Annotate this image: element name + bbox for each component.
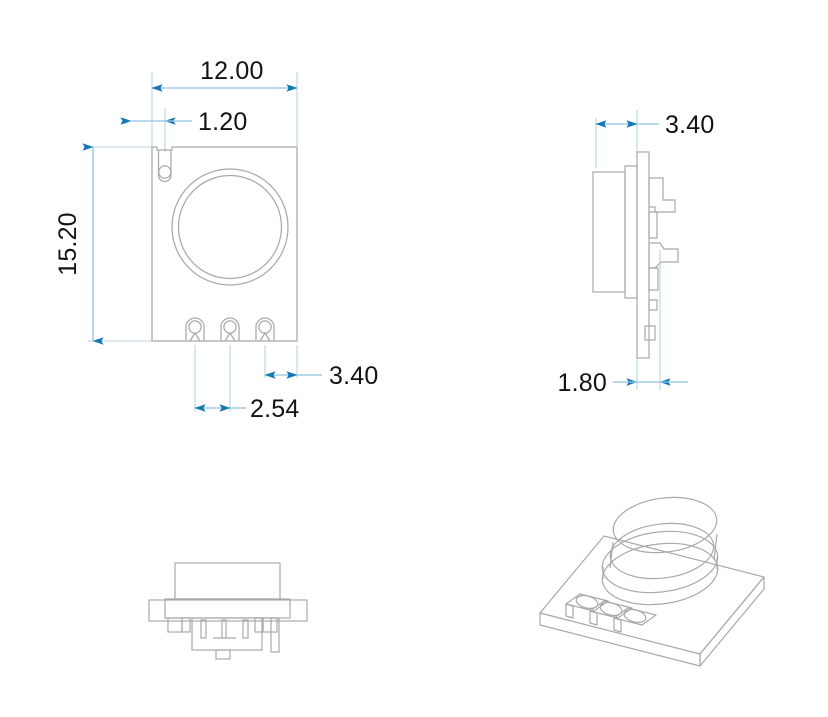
dim-pin-edge-3-40: 3.40 — [264, 362, 378, 390]
dim-notch-1-20: 1.20 — [120, 108, 247, 136]
dim-height-15-20-label: 15.20 — [54, 212, 82, 276]
dim-width-12-00-label: 12.00 — [200, 57, 264, 85]
isometric-pins — [565, 593, 657, 633]
dim-depth-3-40: 3.40 — [595, 111, 714, 139]
dim-depth-3-40-label: 3.40 — [665, 111, 714, 139]
side-view-outline — [592, 151, 679, 359]
side-view-extension-lines — [595, 110, 661, 390]
dim-height-15-20: 15.20 — [54, 143, 104, 345]
dim-width-12-00: 12.00 — [151, 57, 298, 92]
dim-flange-1-80: 1.80 — [558, 369, 688, 397]
side-view: 3.40 1.80 — [558, 110, 714, 397]
dim-notch-1-20-label: 1.20 — [198, 108, 247, 136]
dim-pin-pitch-2-54: 2.54 — [194, 395, 299, 423]
front-view-extension-lines — [88, 72, 298, 412]
front-view-outline — [151, 146, 298, 342]
dim-pin-pitch-2-54-label: 2.54 — [250, 395, 299, 423]
isometric-view — [539, 496, 765, 667]
dim-pin-edge-3-40-label: 3.40 — [329, 362, 378, 390]
dim-flange-1-80-label: 1.80 — [558, 369, 607, 397]
front-view-pins — [185, 317, 275, 342]
bottom-view — [148, 562, 308, 660]
front-view: 12.00 1.20 15.20 3.40 — [54, 57, 378, 423]
